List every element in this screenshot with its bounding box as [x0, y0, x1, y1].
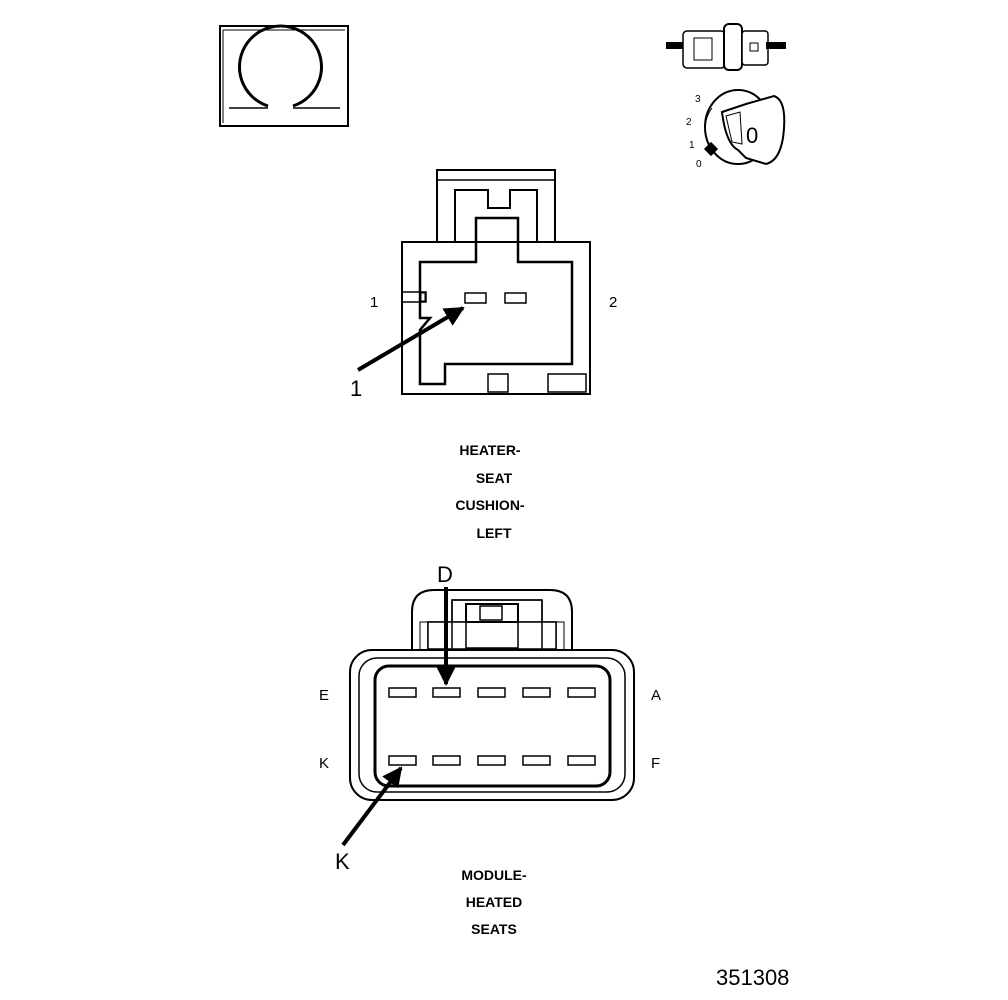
- ohm-symbol-icon: [219, 24, 349, 127]
- ignition-key-icon: [666, 23, 786, 166]
- key-position-3: 3: [695, 94, 701, 105]
- key-position-2: 2: [686, 117, 692, 128]
- key-label: 0: [746, 123, 758, 148]
- pin-label-1: 1: [370, 294, 378, 311]
- module-title-line-1: MODULE-: [461, 867, 527, 883]
- pin-label-e: E: [319, 687, 329, 704]
- heater-title-line-1: HEATER-: [459, 442, 521, 458]
- figure-number: 351308: [716, 965, 789, 990]
- pin1-callout-arrow: [356, 306, 465, 372]
- pin-label-a: A: [651, 687, 661, 704]
- key-position-0: 0: [696, 159, 702, 170]
- module-connector: [349, 589, 635, 801]
- pin-label-k: K: [319, 755, 329, 772]
- heater-seat-connector: [401, 169, 591, 395]
- module-title-line-3: SEATS: [471, 921, 517, 937]
- module-title-line-2: HEATED: [466, 894, 523, 910]
- callout-label-k: K: [335, 849, 350, 874]
- heater-title-line-2: SEAT: [476, 470, 513, 486]
- callout-label-d: D: [437, 562, 453, 587]
- pin-k-callout-arrow: [341, 766, 403, 847]
- heater-title-line-3: CUSHION-: [455, 497, 525, 513]
- callout-label-1: 1: [350, 376, 362, 401]
- heater-title-line-4: LEFT: [477, 525, 512, 541]
- pin-label-2: 2: [609, 294, 617, 311]
- key-position-1: 1: [689, 140, 695, 151]
- pin-label-f: F: [651, 755, 660, 772]
